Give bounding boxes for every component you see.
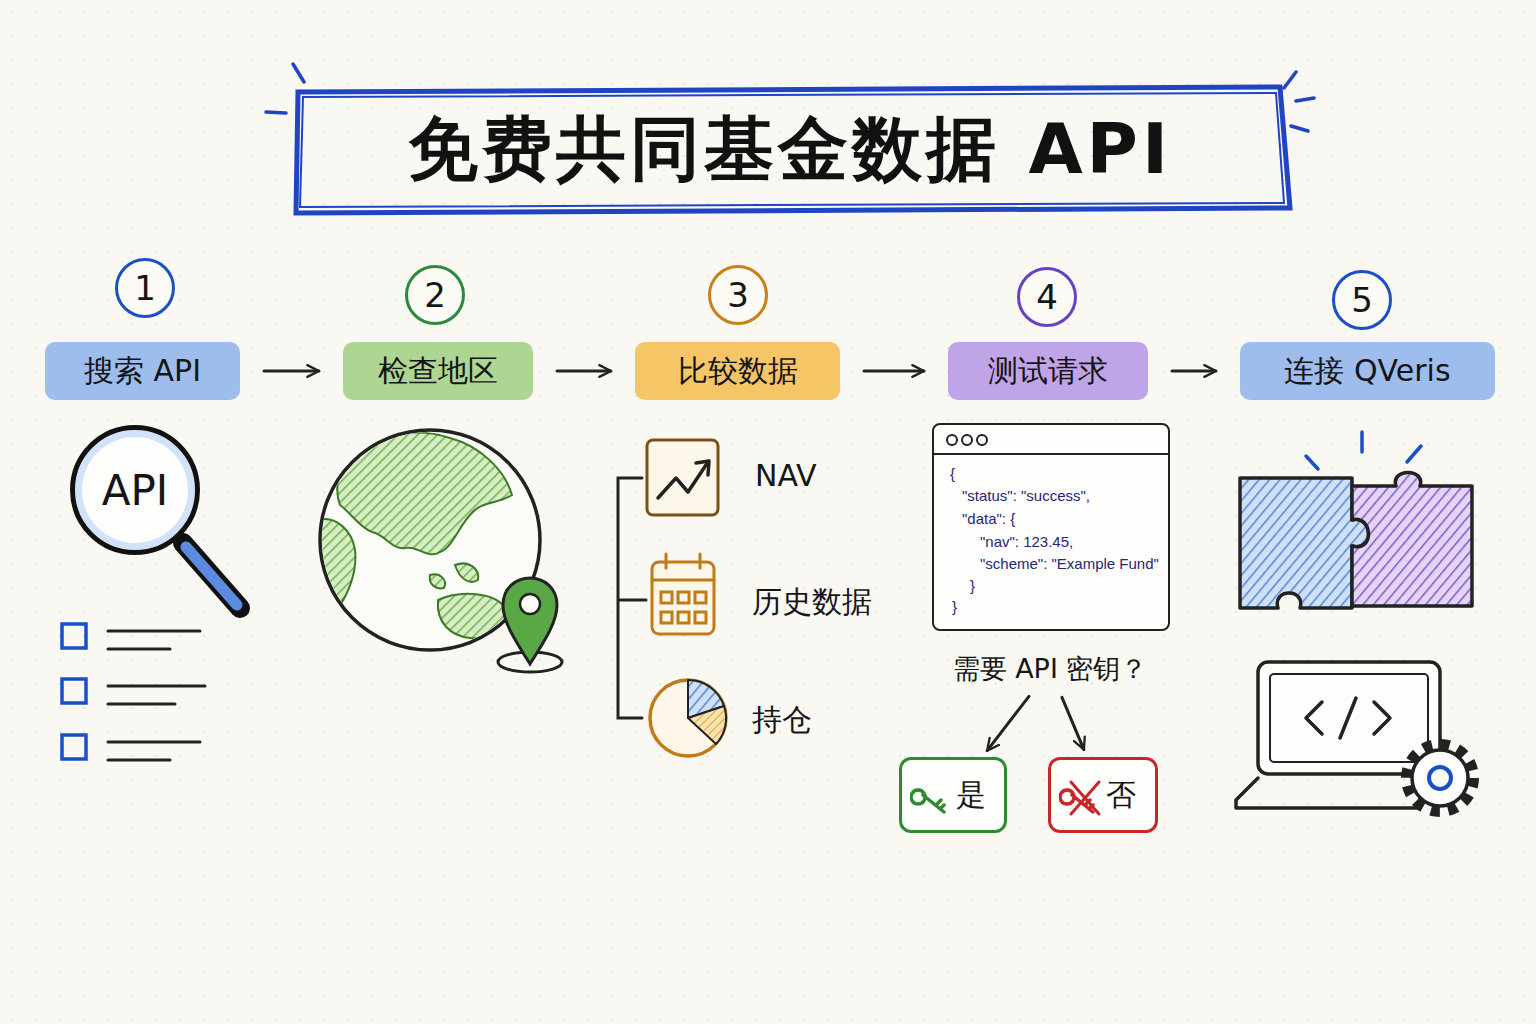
step-band: 测试请求	[948, 342, 1148, 400]
flow-arrow	[264, 370, 319, 373]
step-number-circle: 3	[708, 265, 768, 325]
node-text: 检查地区	[378, 351, 498, 392]
magnifier-handle	[183, 543, 240, 608]
icon-label: 历史数据	[752, 582, 872, 623]
step-band: 连接 QVeris	[1240, 342, 1495, 400]
step-number-circle: 2	[405, 265, 465, 325]
code-line: }	[952, 598, 957, 615]
flow-arrow	[864, 370, 924, 373]
icon-label: 持仓	[752, 700, 812, 741]
yes-box: 是	[899, 757, 1007, 833]
flow-arrow	[1172, 370, 1216, 373]
flow-arrow	[987, 696, 1029, 750]
bracket	[618, 478, 646, 718]
checklist	[62, 624, 205, 760]
gear	[1407, 745, 1473, 811]
code-line: "nav": 123.45,	[980, 533, 1073, 550]
node-text: 是	[956, 775, 986, 816]
window-title-bar	[934, 425, 1168, 455]
node-text: 搜索 API	[84, 351, 201, 392]
calendar-icon	[652, 554, 714, 634]
node-text: 连接 QVeris	[1284, 351, 1450, 392]
no-key-icon	[1059, 778, 1103, 818]
node-text: 比较数据	[678, 351, 798, 392]
key-shape	[911, 790, 944, 812]
node-text: 需要 API 密钥？	[953, 651, 1148, 687]
question-text: 需要 API 密钥？	[922, 648, 1178, 690]
globe	[316, 430, 562, 672]
node-text: 5	[1351, 280, 1373, 320]
window-dot	[961, 434, 973, 446]
step-band: 检查地区	[343, 342, 533, 400]
node-text: 测试请求	[988, 351, 1108, 392]
step-band: 搜索 API	[45, 342, 240, 400]
flow-arrow	[557, 370, 611, 373]
no-box: 否	[1048, 757, 1158, 833]
node-text: 否	[1106, 775, 1136, 816]
code-line: }	[970, 577, 975, 594]
step-number-circle: 5	[1332, 270, 1392, 330]
window-dot	[946, 434, 958, 446]
cross-mark	[1071, 782, 1099, 814]
magnifier-lens: API	[70, 425, 200, 555]
node-text: 3	[727, 275, 749, 315]
code-line: {	[950, 465, 955, 482]
puzzle	[1240, 432, 1472, 608]
step-number-circle: 1	[115, 258, 175, 318]
holdings-pie-icon	[650, 680, 726, 756]
node-text: 2	[424, 275, 446, 315]
nav-chart-icon	[647, 440, 718, 515]
window-dot	[976, 434, 988, 446]
title-banner	[266, 64, 1314, 213]
step-number-circle: 4	[1017, 267, 1077, 327]
key-icon	[910, 778, 954, 818]
code-line: "scheme": "Example Fund"	[980, 555, 1159, 572]
node-text: 1	[134, 268, 156, 308]
code-window: { "status": "success", "data": { "nav": 123…	[932, 423, 1170, 631]
node-text: API	[102, 466, 168, 515]
title-text: 免费共同基金数据 API	[300, 100, 1280, 200]
node-text: 4	[1036, 277, 1058, 317]
icon-label: NAV	[755, 458, 817, 493]
flow-arrow	[1062, 697, 1084, 749]
code-line: "data": {	[962, 510, 1015, 527]
step-band: 比较数据	[635, 342, 840, 400]
code-line: "status": "success",	[962, 487, 1090, 504]
